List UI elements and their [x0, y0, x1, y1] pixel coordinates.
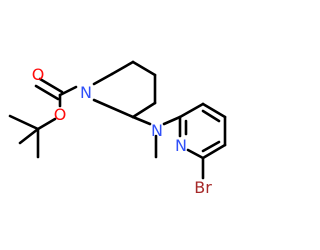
bond-ester-o-tbu	[36, 117, 57, 131]
molecule-drawing: O O N N N Br	[8, 60, 227, 197]
bond-carbonyl-ring-n	[58, 85, 78, 97]
bond-pyridine-c5-c6-inner	[201, 140, 221, 153]
bond-pyridine-c3-c4	[201, 102, 227, 119]
bond-carbonyl-double-a	[38, 77, 64, 94]
atom-label-bromine: Br	[194, 178, 212, 197]
bond-ring-c3-c4	[131, 60, 157, 77]
bond-amine-pyridine	[162, 115, 182, 126]
bond-pyridine-c6-n	[186, 148, 205, 160]
bond-ring-c-amine-n	[131, 115, 152, 126]
atom-label-layer: O O N N N Br	[32, 65, 212, 197]
bond-tbu-methyl-left	[8, 114, 40, 131]
bond-tbu-methyl-up	[18, 127, 40, 145]
bond-ring-n-c2	[92, 72, 114, 86]
bond-ring-c2-c3	[110, 60, 135, 76]
bond-pyridine-c2-c3	[178, 102, 205, 119]
bond-ring-c6-n	[92, 98, 135, 119]
atom-label-carbonyl-oxygen: O	[32, 65, 45, 84]
bond-ring-c5-c6	[131, 101, 157, 119]
atom-label-piperidine-nitrogen: N	[80, 83, 92, 102]
atom-label-ester-oxygen: O	[54, 105, 67, 124]
bond-carbonyl-double-b	[34, 84, 60, 101]
bond-pyridine-c5-c6	[201, 143, 227, 160]
atom-label-amine-nitrogen: N	[151, 121, 163, 140]
bond-pyridine-c3-c4-inner	[201, 109, 221, 123]
bond-layer	[8, 60, 227, 180]
atom-label-pyridine-nitrogen: N	[175, 136, 187, 155]
structure-diagram: O O N N N Br	[8, 60, 227, 197]
